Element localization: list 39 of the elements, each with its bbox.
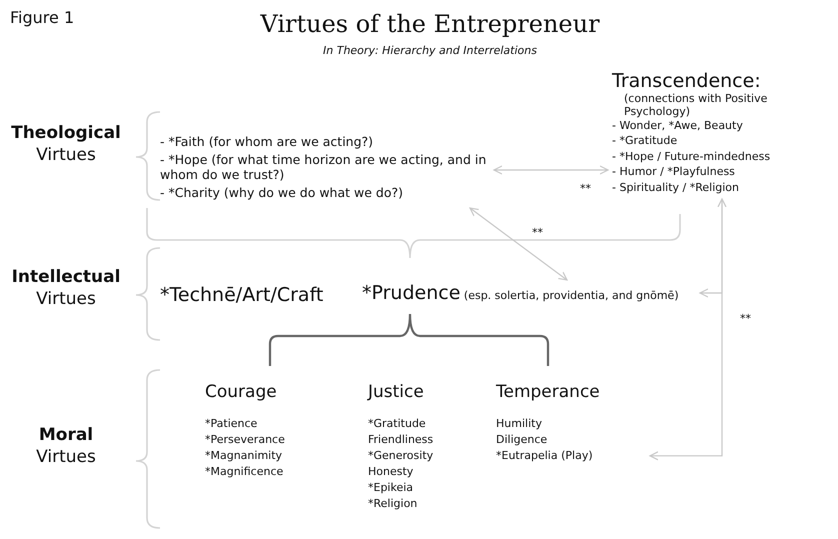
group-heading: Temperance [496, 382, 601, 402]
virtue-label: *Technē/Art/Craft [160, 284, 324, 306]
virtue-item: - *Charity (why do we do what we do?) [160, 185, 404, 200]
title: Virtues of the Entrepreneur [259, 10, 601, 38]
virtue-item: *Perseverance [205, 432, 286, 448]
virtue-item: Diligence [496, 432, 548, 448]
group-heading: Courage [205, 382, 278, 402]
virtue-item: *Patience [205, 416, 258, 432]
virtue-item: *Magnanimity [205, 448, 284, 464]
virtue-item: - *Hope / Future-mindedness [612, 148, 772, 164]
virtue-note: (esp. solertia, providentia, and gnōmē) [462, 289, 679, 302]
virtue-item: Humility [496, 416, 543, 432]
virtue-item: - Spirituality / *Religion [612, 180, 740, 195]
level-label: Moral Virtues [10, 424, 122, 468]
arrow [649, 198, 727, 460]
virtue-item: *Epikeia [368, 480, 414, 496]
group-heading: Justice [368, 382, 425, 402]
virtue-item: - *Gratitude [612, 133, 678, 149]
arrow [469, 207, 568, 281]
group-note: (connections with Positive Psychology) [623, 92, 768, 118]
virtue-item: Friendliness [368, 432, 434, 448]
subtitle: In Theory: Hierarchy and Interrelations [322, 44, 538, 57]
arrow [493, 165, 609, 175]
figure-number: Figure 1 [10, 8, 74, 27]
virtue-item: - Humor / *Playfulness [612, 164, 736, 180]
virtue-item: *Religion [368, 496, 418, 512]
virtue-item: *Gratitude [368, 416, 427, 432]
virtue-item: *Eutrapelia (Play) [496, 448, 594, 464]
virtue-item: - Wonder, *Awe, Beauty [612, 118, 744, 134]
virtue-label: *Prudence [362, 282, 460, 304]
arrow [699, 198, 723, 298]
virtue-item: *Magnificence [205, 464, 284, 480]
level-label: Theological Virtues [10, 122, 122, 166]
group-heading: Transcendence: [612, 70, 762, 92]
virtue-item: - *Hope (for what time horizon are we acting, and in whom do we trust?) [160, 152, 488, 182]
level-label: Intellectual Virtues [10, 266, 122, 310]
virtue-item: *Generosity [368, 448, 434, 464]
virtue-item: Honesty [368, 464, 414, 480]
virtue-item: - *Faith (for whom are we acting?) [160, 134, 374, 149]
